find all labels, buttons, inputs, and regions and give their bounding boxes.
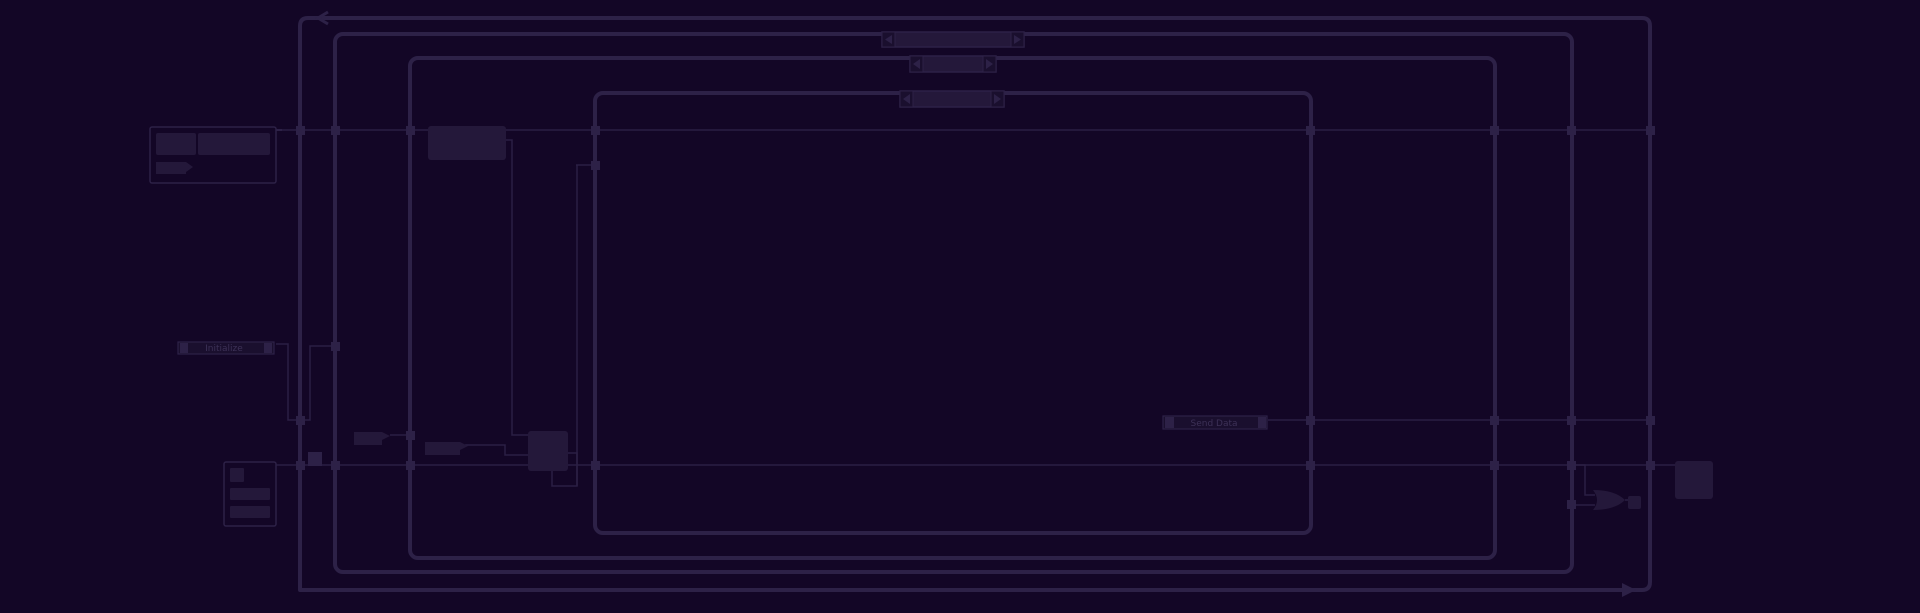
junction-icon (1490, 461, 1499, 470)
junction-icon (1490, 126, 1499, 135)
junction-icon (1567, 416, 1576, 425)
junction-icon (1567, 126, 1576, 135)
junction-icon (1306, 126, 1315, 135)
wires (276, 129, 1675, 506)
outer-loop-structure[interactable] (298, 16, 1652, 592)
loop-structure-4[interactable] (593, 91, 1313, 535)
initialize-node[interactable]: Initialize (177, 341, 275, 355)
junction-icon (1646, 416, 1655, 425)
cluster-node-top[interactable] (149, 126, 282, 184)
junction-icon (591, 161, 600, 170)
wire-initialize (276, 343, 300, 421)
output-terminal[interactable] (1675, 461, 1713, 499)
junction-icon (1567, 500, 1576, 509)
triangle-right-icon (1014, 35, 1021, 44)
triangle-left-icon (913, 59, 920, 69)
junction-icon (591, 461, 600, 470)
build-node[interactable] (528, 431, 568, 471)
triangle-left-icon (885, 35, 892, 44)
junction-icon (331, 342, 340, 351)
send-data-label: Send Data (1190, 419, 1237, 429)
wire-initialize-up (300, 345, 335, 421)
send-data-node[interactable]: Send Data (1162, 415, 1268, 430)
junction-icon (331, 461, 340, 470)
junction-icon (406, 126, 415, 135)
junction-icon (296, 461, 305, 470)
junction-icon (331, 126, 340, 135)
outer-loop-frame[interactable] (298, 16, 1652, 592)
junction-icon (406, 461, 415, 470)
junction-icon (1646, 461, 1655, 470)
constant-node-1[interactable] (354, 432, 390, 445)
wire-node-to-mux (506, 139, 528, 436)
outer-loop-top-arrow-icon (315, 10, 329, 26)
junction-icon (1306, 416, 1315, 425)
triangle-left-icon (903, 94, 910, 104)
outer-loop-bottom-arrow-icon (1622, 583, 1636, 597)
initialize-label: Initialize (205, 344, 243, 354)
tunnels[interactable] (296, 126, 1655, 509)
or-gate-icon[interactable] (1593, 490, 1641, 510)
case-selector-4[interactable] (899, 90, 1005, 108)
junction-icon (296, 126, 305, 135)
junction-icon (1306, 461, 1315, 470)
case-selector-2[interactable] (881, 31, 1025, 48)
junction-icon (296, 416, 305, 425)
junction-icon (591, 126, 600, 135)
junction-icon (1646, 126, 1655, 135)
loop-structure-2[interactable] (333, 32, 1574, 574)
cluster-node-bottom[interactable] (223, 452, 322, 527)
junction-icon (1490, 416, 1499, 425)
wire-out-gate (1575, 464, 1595, 496)
triangle-right-icon (994, 94, 1001, 104)
case-selector-3[interactable] (909, 55, 997, 73)
junction-icon (406, 431, 415, 440)
loop-structure-3[interactable] (408, 56, 1497, 560)
triangle-right-icon (986, 59, 993, 69)
junction-icon (1567, 461, 1576, 470)
subvi-node[interactable] (428, 126, 506, 160)
constant-node-2[interactable] (425, 442, 468, 455)
wire-const-2 (465, 444, 528, 456)
